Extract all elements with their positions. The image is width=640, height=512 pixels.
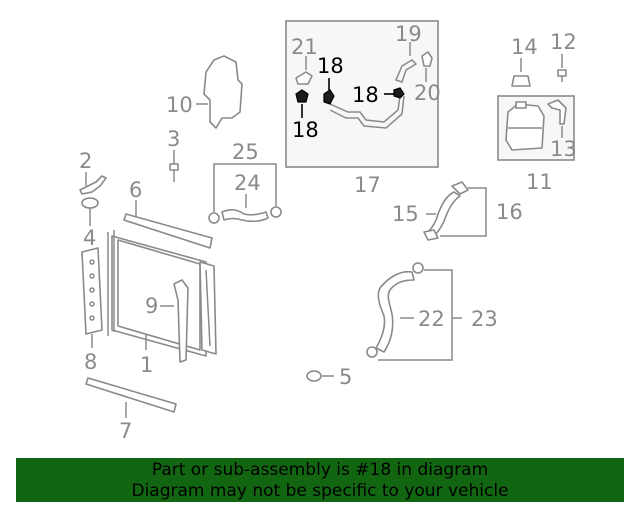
bolt-12 [557,54,567,82]
bolt-3 [169,150,179,182]
callout-10: 10 [166,93,193,117]
callout-20: 20 [414,81,441,105]
clamp-22-top [412,262,424,274]
callout-6: 6 [129,178,142,202]
clamp-25-right [270,206,282,218]
lower-hose-22 [375,270,415,353]
callout-4: 4 [83,226,96,250]
callout-7: 7 [119,419,132,443]
callout-8: 8 [84,350,97,374]
clamp-22-bottom [366,346,378,358]
callout-16: 16 [496,200,523,224]
sensor-20 [421,51,433,67]
bypass-hose [329,95,401,123]
upper-seal-6 [123,213,213,249]
grommet-4 [81,197,99,209]
shroud-bracket-10 [203,55,243,129]
callout-9: 9 [145,294,158,318]
side-baffle-8 [81,247,103,335]
callout-5: 5 [339,365,352,389]
callout-21: 21 [291,35,318,59]
callout-24: 24 [234,171,261,195]
banner-line-part: Part or sub-assembly is #18 in diagram [151,460,489,480]
callout-19: 19 [395,22,422,46]
callout-15: 15 [392,202,419,226]
fitting-21 [295,71,313,85]
callout-11: 11 [526,170,553,194]
plug-5 [306,370,322,382]
banner-line-disclaimer: Diagram may not be specific to your vehi… [131,481,509,501]
clip-18-right [384,87,405,99]
callout-17: 17 [354,173,381,197]
callout-25: 25 [232,140,259,164]
callout-1: 1 [140,353,153,377]
callout-3: 3 [167,127,180,151]
hose-13 [547,99,567,125]
clip-18-center [323,78,335,105]
callout-14: 14 [511,35,538,59]
parts-diagram: 1 2 3 4 5 6 7 8 9 10 11 12 13 14 15 16 1… [79,20,577,443]
callout-13: 13 [550,137,577,161]
lower-seal-7 [85,377,177,413]
radiator-1 [107,230,217,357]
cap-14 [511,58,531,87]
hose-24 [221,209,269,223]
callout-18-center: 18 [317,54,344,78]
callout-18-right: 18 [352,83,379,107]
bracket-2 [79,175,107,195]
info-banner: Part or sub-assembly is #18 in diagram D… [16,458,624,502]
callout-18-left: 18 [292,118,319,142]
callout-12: 12 [550,30,577,54]
callout-2: 2 [79,149,92,173]
center-seal-9 [173,279,189,363]
inset-box-17 [285,20,439,168]
callout-22: 22 [418,307,445,331]
reservoir [505,103,545,151]
callout-23: 23 [471,307,498,331]
clip-18-left [295,89,309,118]
clamp-25-left [208,212,220,224]
